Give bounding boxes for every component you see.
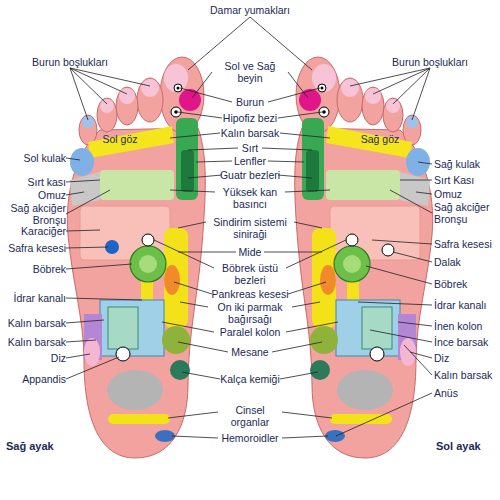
foot-title: Sağ ayak bbox=[6, 440, 76, 452]
region-label: Kalın barsak bbox=[0, 317, 66, 329]
region-label: Burun boşlukları bbox=[375, 56, 485, 68]
region-label: Sırt Kası bbox=[434, 174, 500, 186]
left-foot bbox=[295, 57, 433, 458]
region-label: Sindirim sistemi siniraği bbox=[204, 216, 296, 240]
region-label: Sırt bbox=[215, 142, 285, 154]
region-label: Kalça kemiği bbox=[210, 373, 290, 385]
region-label: Safra kesesi bbox=[0, 242, 66, 254]
region-label: Cinsel organlar bbox=[218, 404, 282, 428]
region-label: Sol göz bbox=[92, 133, 148, 145]
region-label: Diz bbox=[434, 352, 500, 364]
region-label: İdrar kanalı bbox=[434, 299, 500, 311]
right-foot bbox=[67, 57, 205, 458]
region-label: Kalın barsak bbox=[215, 127, 285, 139]
region-label: Yüksek kan basıncı bbox=[212, 186, 288, 210]
region-label: Omuz bbox=[0, 189, 66, 201]
region-label: Lenfler bbox=[215, 155, 285, 167]
region-label: Diz bbox=[0, 352, 66, 364]
region-label: Burun bbox=[215, 96, 285, 108]
region-label: Böbrek bbox=[0, 263, 66, 275]
region-label: Damar yumakları bbox=[190, 4, 310, 16]
region-label: Burun boşlukları bbox=[15, 56, 125, 68]
region-label: Mide bbox=[220, 246, 280, 258]
region-label: Sol ve Sağ beyin bbox=[212, 60, 288, 84]
region-label: Karaciğer bbox=[0, 225, 66, 237]
region-label: Hipofiz bezi bbox=[215, 112, 285, 124]
region-label: Guatr bezleri bbox=[210, 169, 290, 181]
region-label: Sırt kası bbox=[0, 176, 66, 188]
spleen-zone bbox=[382, 244, 394, 256]
region-label: Anüs bbox=[434, 387, 500, 399]
region-label: Mesane bbox=[220, 346, 280, 358]
region-label: Sol kulak bbox=[0, 152, 66, 164]
leader-lines bbox=[66, 17, 432, 438]
region-label: Sağ akciğer Bronşu bbox=[434, 201, 496, 225]
region-label: Sağ göz bbox=[352, 133, 408, 145]
region-label: Dalak bbox=[434, 256, 500, 268]
region-label: Safra kesesi bbox=[434, 238, 500, 250]
region-label: Hemoroidler bbox=[210, 432, 290, 444]
region-label: Paralel kolon bbox=[210, 326, 290, 338]
region-label: Sağ akciğer Bronşu bbox=[10, 202, 66, 226]
region-label: Sağ kulak bbox=[434, 158, 500, 170]
region-label: Appandis bbox=[0, 373, 66, 385]
region-label: İdrar kanalı bbox=[0, 292, 66, 304]
region-label: Kalın barsak bbox=[434, 369, 500, 381]
region-label: Pankreas kesesi bbox=[205, 288, 295, 300]
region-label: Omuz bbox=[434, 188, 500, 200]
foot-title: Sol ayak bbox=[436, 440, 496, 452]
region-label: İnen kolon bbox=[434, 320, 500, 332]
region-label: On iki parmak bağırsağı bbox=[207, 301, 293, 325]
region-label: Böbrek üstü bezleri bbox=[214, 262, 286, 286]
region-label: Kalın barsak bbox=[0, 336, 66, 348]
region-label: İnce barsak bbox=[434, 336, 500, 348]
region-label: Böbrek bbox=[434, 278, 500, 290]
